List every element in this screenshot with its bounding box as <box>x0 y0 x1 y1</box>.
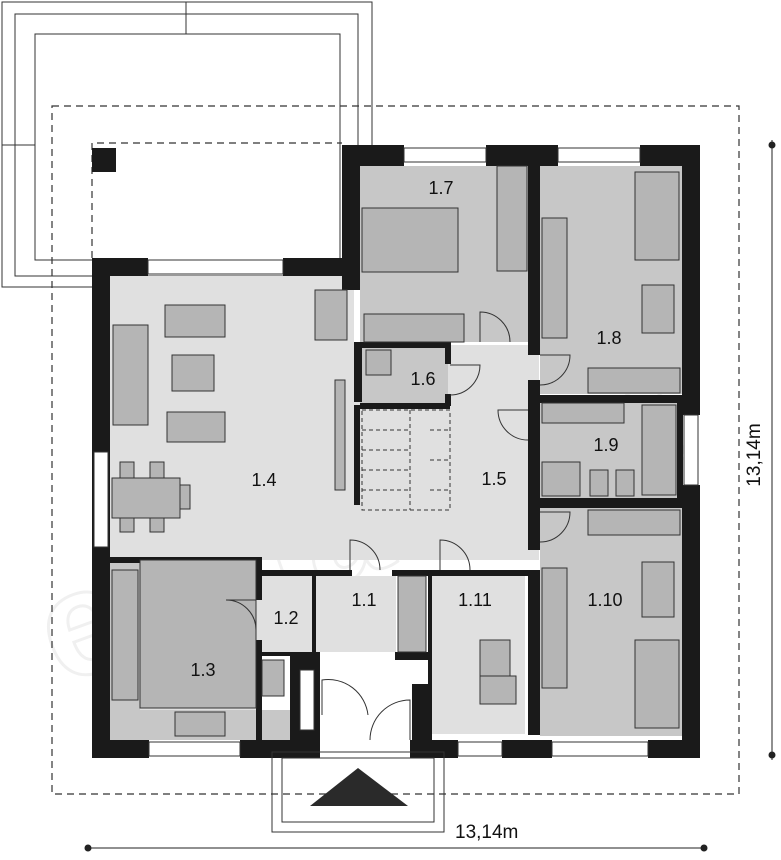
roof-outline-dashed <box>51 105 740 795</box>
terrace-column <box>92 148 116 172</box>
room-1-4-label: 1.4 <box>251 470 276 490</box>
doors <box>225 311 571 741</box>
terrace-dashed <box>91 142 342 258</box>
dimension-lines <box>84 140 776 852</box>
room-labels: 1.1 1.2 1.3 1.4 1.5 1.6 1.7 1.8 1.9 1.10… <box>190 178 622 680</box>
windows <box>93 147 699 757</box>
furniture <box>111 165 681 737</box>
room-1-5-label: 1.5 <box>481 469 506 489</box>
room-1-2-label: 1.2 <box>273 608 298 628</box>
room-1-8-label: 1.8 <box>596 328 621 348</box>
entrance <box>271 751 445 833</box>
room-1-11-label: 1.11 <box>458 590 492 610</box>
entrance-arrow <box>310 768 408 806</box>
room-1-1-label: 1.1 <box>351 590 376 610</box>
room-1-6-label: 1.6 <box>410 369 435 389</box>
room-1-9-label: 1.9 <box>593 435 618 455</box>
staircase <box>361 409 451 511</box>
terrace-roof-outline <box>1 1 373 288</box>
dimension-width: 13,14m <box>455 822 518 843</box>
walls <box>92 145 700 758</box>
room-1-3-label: 1.3 <box>190 660 215 680</box>
room-1-10-label: 1.10 <box>587 590 622 610</box>
room-1-7-label: 1.7 <box>428 178 453 198</box>
dimension-depth: 13,14m <box>744 423 765 486</box>
